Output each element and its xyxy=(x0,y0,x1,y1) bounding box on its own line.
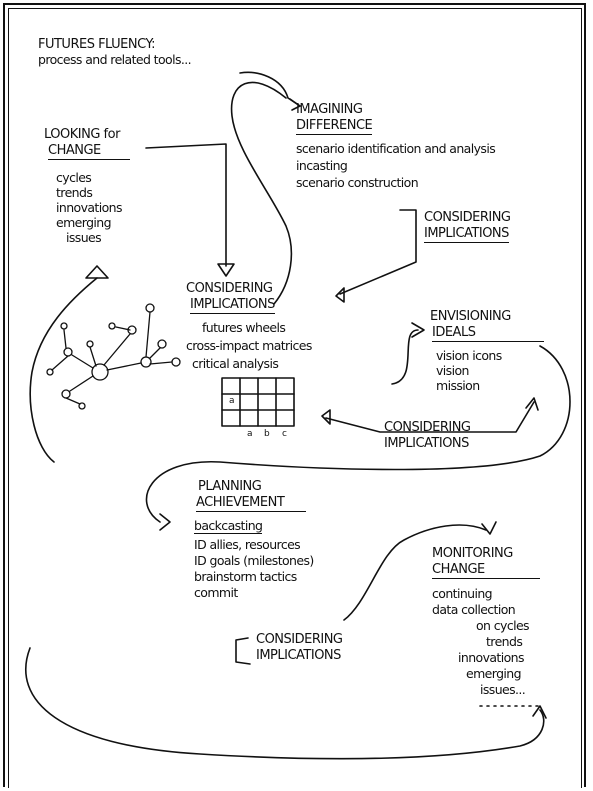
considering-right-line-1: CONSIDERING xyxy=(384,420,471,435)
diagram-title: FUTURES FLUENCY: xyxy=(38,37,156,52)
considering-center-item: cross-impact matrices xyxy=(186,338,312,353)
arrow-considering-top xyxy=(339,209,417,295)
considering-center-heading-1: CONSIDERING xyxy=(186,281,273,296)
arrow-envisioning-to-planning xyxy=(145,345,571,523)
envisioning-item: vision icons xyxy=(436,348,502,363)
imagining-item: scenario construction xyxy=(296,175,419,190)
monitoring-item: on cycles xyxy=(476,618,530,633)
planning-heading-2: ACHIEVEMENT xyxy=(196,495,306,512)
planning-item: brainstorm tactics xyxy=(194,569,297,584)
arrowhead-right xyxy=(159,513,171,531)
arrow-looking-to-considering xyxy=(145,143,227,267)
envisioning-heading-1: ENVISIONING xyxy=(430,309,511,324)
looking-item: issues xyxy=(66,230,102,245)
matrix-letter: a xyxy=(247,429,253,439)
arrowhead xyxy=(289,98,301,111)
arrow-left-loop xyxy=(29,277,98,463)
arrow-considering-right xyxy=(325,401,535,433)
considering-top-line-2: IMPLICATIONS xyxy=(424,226,509,243)
looking-item: cycles xyxy=(56,170,92,185)
outer-frame xyxy=(3,3,586,787)
considering-bottom-line-2: IMPLICATIONS xyxy=(256,648,341,663)
monitoring-item: innovations xyxy=(458,650,524,665)
envisioning-item: mission xyxy=(436,378,480,393)
arrow-bottom-loop xyxy=(25,647,545,760)
arrowhead-up xyxy=(532,705,547,719)
looking-heading-1: LOOKING for xyxy=(44,127,120,142)
monitoring-item: data collection xyxy=(432,602,516,617)
looking-item: emerging xyxy=(56,215,112,230)
considering-bottom-line-1: CONSIDERING xyxy=(256,632,343,647)
arrow-imagining-loop xyxy=(230,81,293,305)
arrow-considering-bottom xyxy=(235,637,251,665)
planning-item: backcasting xyxy=(194,518,263,534)
looking-item: innovations xyxy=(56,200,122,215)
planning-item: commit xyxy=(194,585,238,600)
arrow-title-to-imagining xyxy=(239,71,301,107)
arrowhead-left xyxy=(335,287,345,303)
considering-right-line-2: IMPLICATIONS xyxy=(384,436,469,451)
monitoring-heading-1: MONITORING xyxy=(432,546,513,561)
planning-item: ID goals (milestones) xyxy=(194,553,314,568)
considering-top-line-1: CONSIDERING xyxy=(424,210,511,225)
inner-frame xyxy=(8,8,582,788)
arrowhead-up-left xyxy=(85,265,109,279)
planning-heading-1: PLANNING xyxy=(198,479,262,494)
matrix-letter: b xyxy=(264,429,270,439)
looking-item: trends xyxy=(56,185,93,200)
planning-item: ID allies, resources xyxy=(194,537,301,552)
considering-center-heading-2: IMPLICATIONS xyxy=(190,297,275,314)
looking-heading-2: CHANGE xyxy=(48,143,130,160)
envisioning-heading-2: IDEALS xyxy=(432,325,544,342)
imagining-heading-1: IMAGINING xyxy=(296,102,363,117)
monitoring-item: issues... xyxy=(480,682,526,697)
matrix-letter: a xyxy=(229,396,235,406)
arrowhead-right xyxy=(411,322,425,338)
arrowhead-down xyxy=(481,521,497,535)
arrowhead-left xyxy=(321,409,331,425)
considering-center-item: futures wheels xyxy=(202,320,286,335)
imagining-heading-2: DIFFERENCE xyxy=(296,118,373,135)
monitoring-heading-2: CHANGE xyxy=(432,562,540,579)
monitoring-item: emerging xyxy=(466,666,522,681)
matrix-letter: c xyxy=(282,429,287,439)
envisioning-item: vision xyxy=(436,363,469,378)
arrowhead-up xyxy=(525,397,539,411)
arrow-planning-to-monitoring xyxy=(343,524,487,621)
arrow-center-to-envisioning xyxy=(391,329,419,385)
imagining-item: scenario identification and analysis xyxy=(296,141,496,156)
imagining-item: incasting xyxy=(296,158,348,173)
monitoring-item: continuing xyxy=(432,586,493,601)
considering-center-item: critical analysis xyxy=(192,356,279,371)
monitoring-item: trends xyxy=(486,634,523,649)
arrowhead-down xyxy=(217,263,235,277)
diagram-subtitle: process and related tools... xyxy=(38,52,192,67)
futures-wheel xyxy=(46,303,181,410)
